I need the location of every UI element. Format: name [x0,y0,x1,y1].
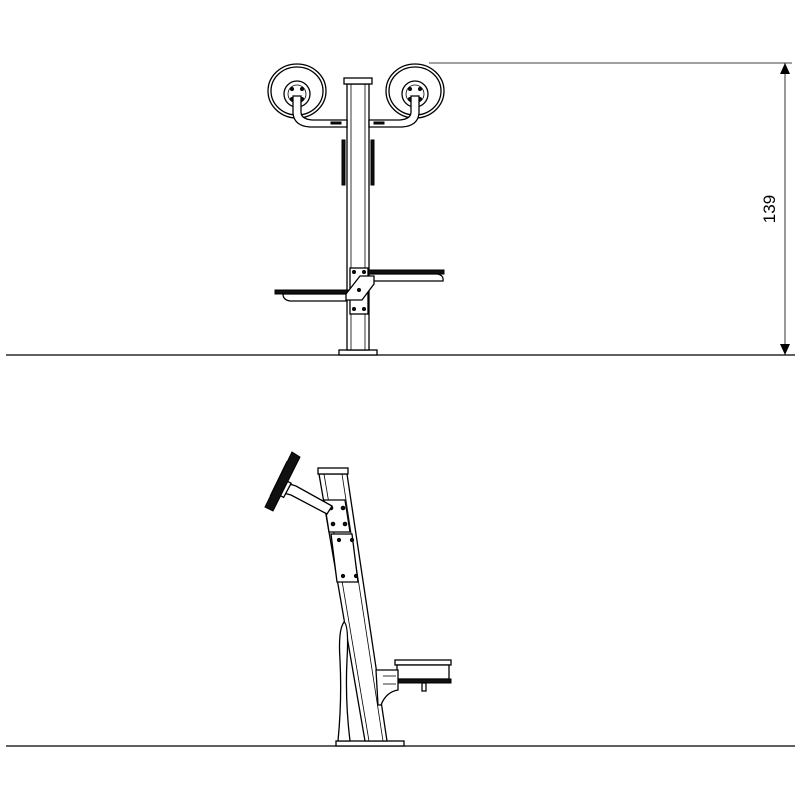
rear-brace-side [337,621,351,742]
right-wheel-front [385,63,445,119]
base-plate-front [338,349,378,356]
wheel-side [264,451,301,512]
left-seat-front [274,289,350,302]
base-plate-side [335,740,405,747]
seat-bracket-front [345,267,375,315]
right-arm-front [368,95,420,128]
left-arm-front [292,95,348,128]
height-dimension-label: 139 [760,195,779,223]
front-view: 139 [6,62,795,356]
height-dimension: 139 [429,62,792,355]
seat-side [375,659,452,706]
right-seat-front [366,269,445,282]
side-view [6,451,795,747]
